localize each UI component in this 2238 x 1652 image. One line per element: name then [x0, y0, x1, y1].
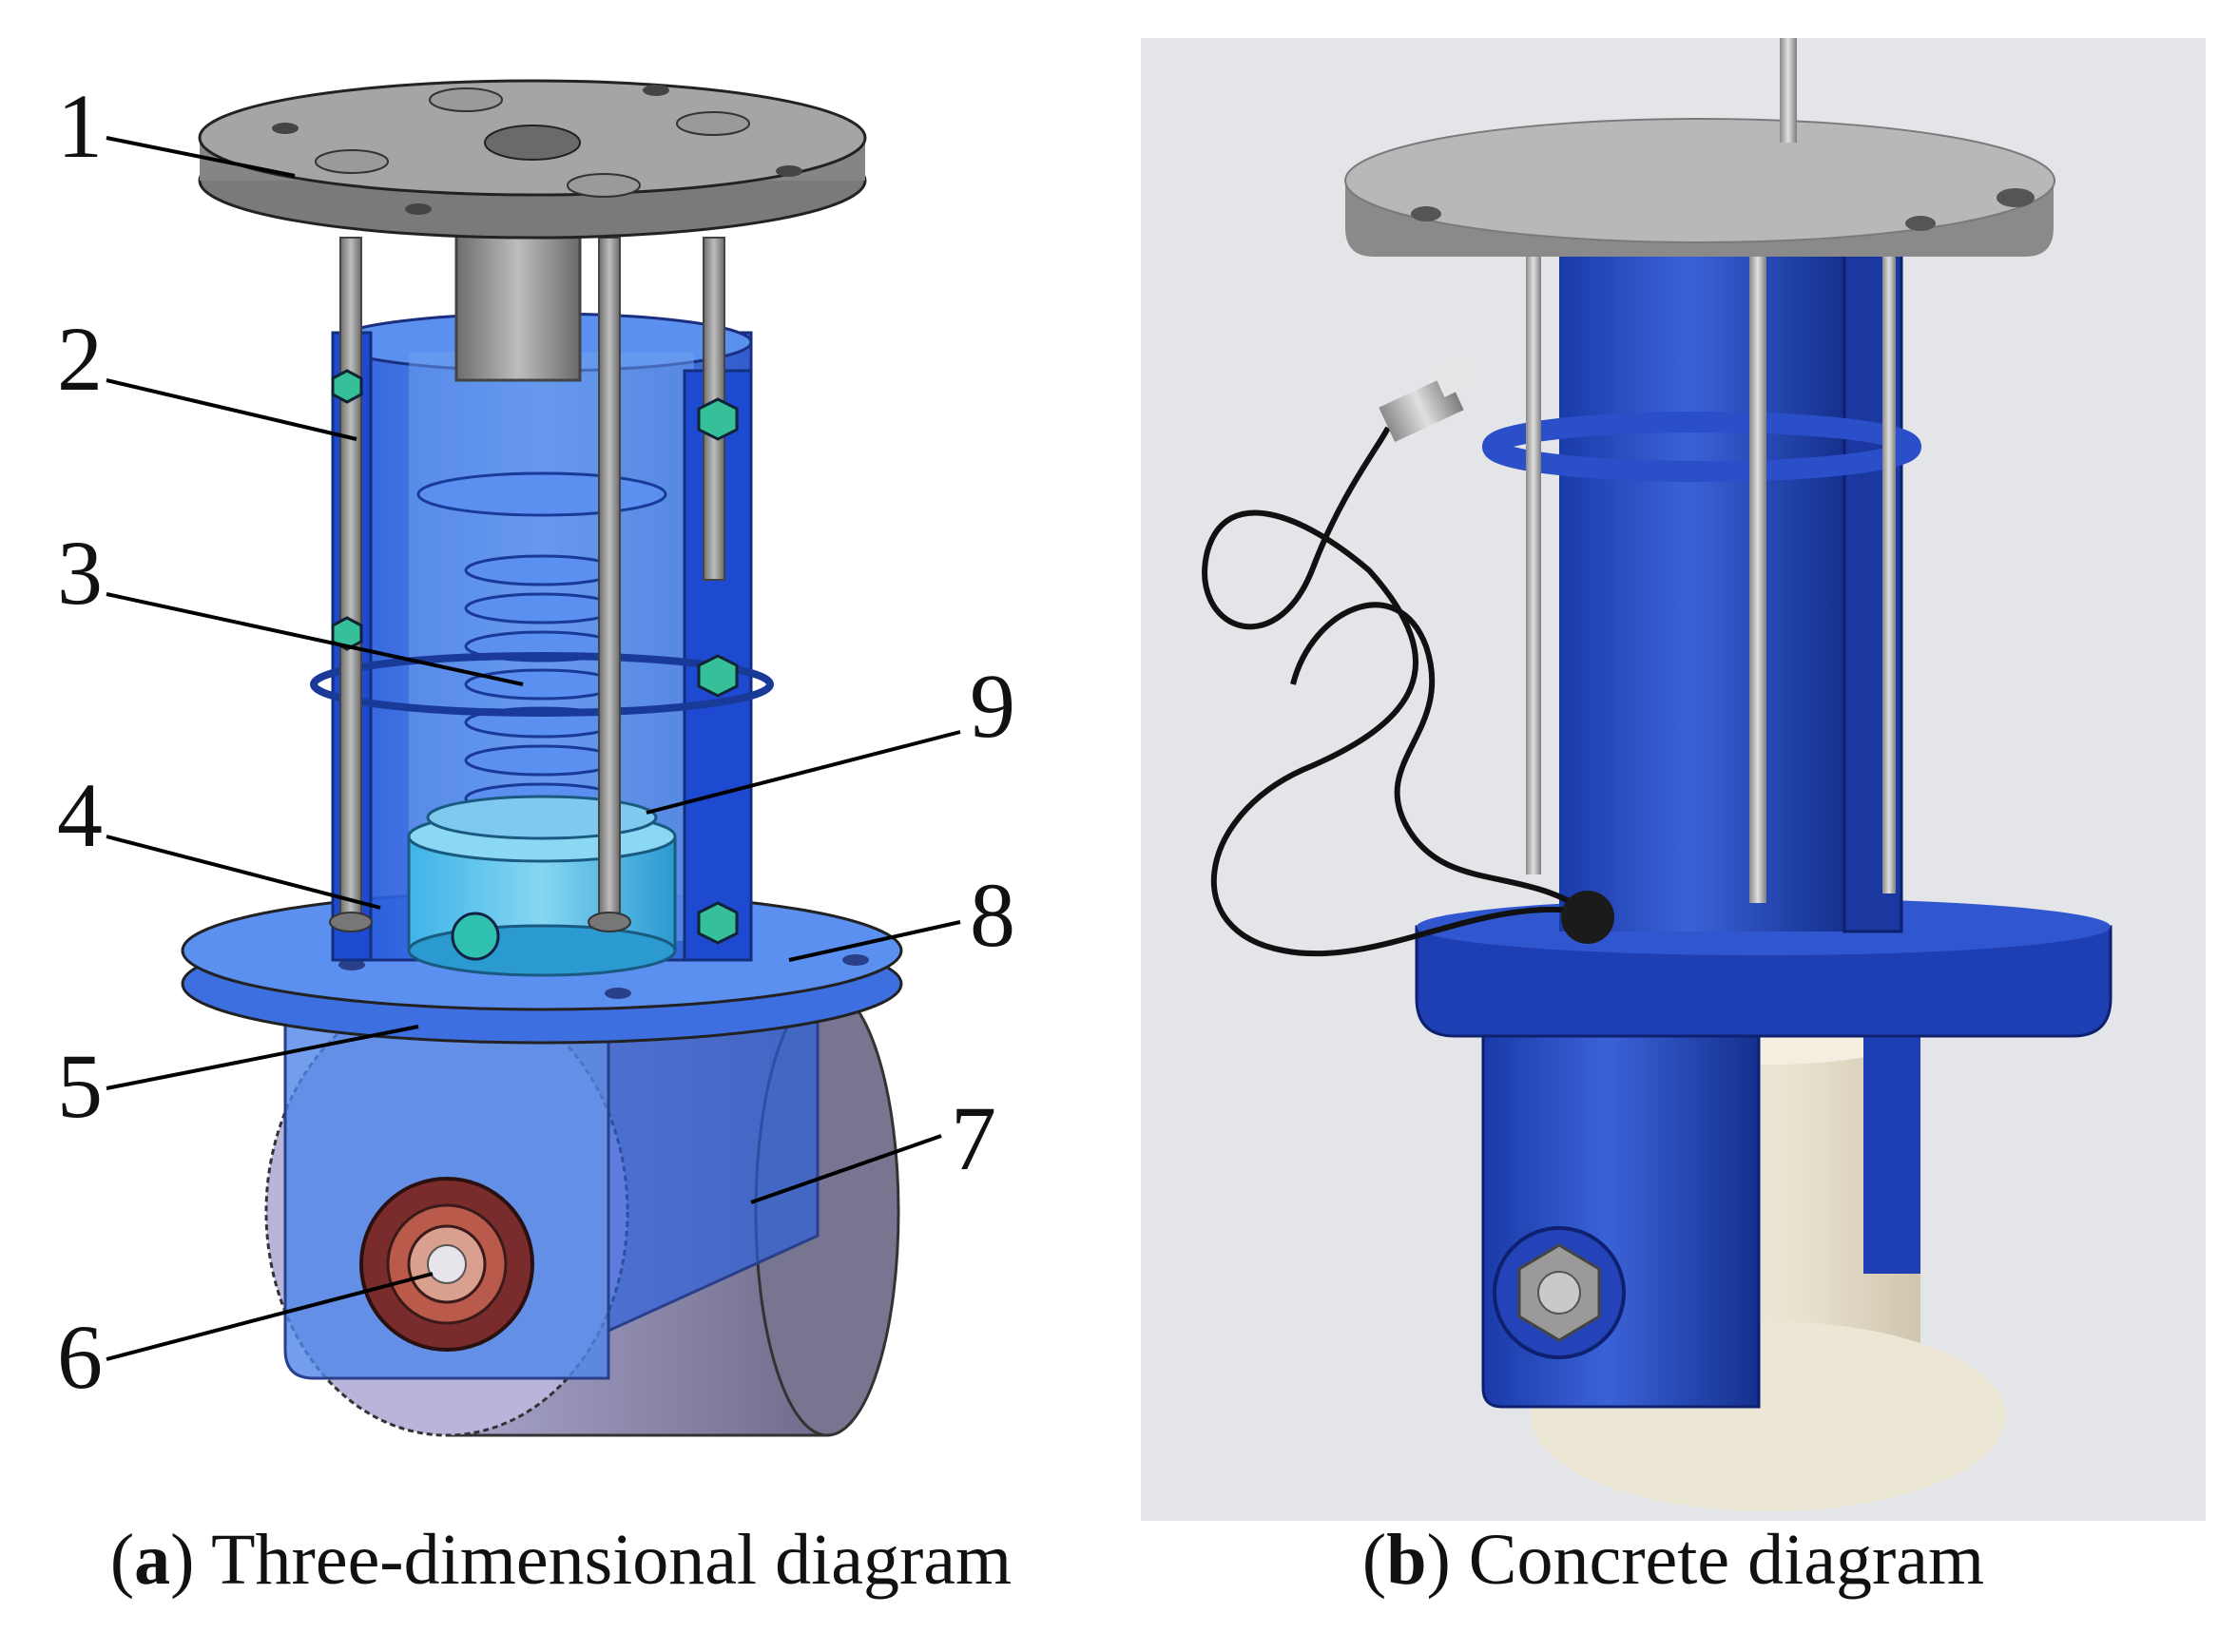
caption-b-text: Concrete diagram [1468, 1520, 1985, 1600]
callout-6: 6 [57, 1306, 103, 1408]
photo-sensor-cable [1202, 350, 1614, 957]
callout-3: 3 [57, 522, 103, 624]
caption-a-text: Three-dimensional diagram [211, 1520, 1013, 1600]
callout-2: 2 [57, 308, 103, 410]
concrete-diagram-panel [1141, 38, 2206, 1521]
photo-cylinder-body [1482, 167, 1921, 933]
leader-lines [106, 136, 961, 1361]
callout-1: 1 [57, 75, 103, 177]
callout-4: 4 [57, 764, 103, 866]
photo-axle-bolt [1493, 1226, 1626, 1359]
caption-a: (a) Three-dimensional diagram [109, 1520, 1013, 1600]
photo-top-plate [1344, 38, 2055, 257]
physical-prototype-photo [1202, 38, 2113, 1511]
callout-5: 5 [57, 1035, 103, 1137]
guide-ring [310, 652, 774, 717]
hex-bolts [331, 369, 739, 945]
callout-numbers: 1 2 3 4 5 6 7 8 9 [57, 75, 1015, 1408]
top-mounting-plate [198, 79, 867, 240]
caption-a-letter: a [134, 1520, 171, 1600]
pressure-disk [426, 795, 658, 840]
photo-steel-rods [1526, 171, 1896, 903]
cad-model-illustration: 1 2 3 4 5 6 7 8 9 [57, 75, 1015, 1437]
callout-9: 9 [970, 655, 1015, 757]
callout-7: 7 [951, 1087, 996, 1189]
callout-8: 8 [970, 864, 1015, 966]
three-dimensional-diagram-panel: 1 2 3 4 5 6 7 8 9 [0, 0, 1122, 1502]
caption-b: (b) Concrete diagram [1361, 1520, 1985, 1600]
axle-bearing [359, 1177, 534, 1352]
central-shaft [454, 226, 582, 382]
caption-b-letter: b [1386, 1520, 1427, 1600]
